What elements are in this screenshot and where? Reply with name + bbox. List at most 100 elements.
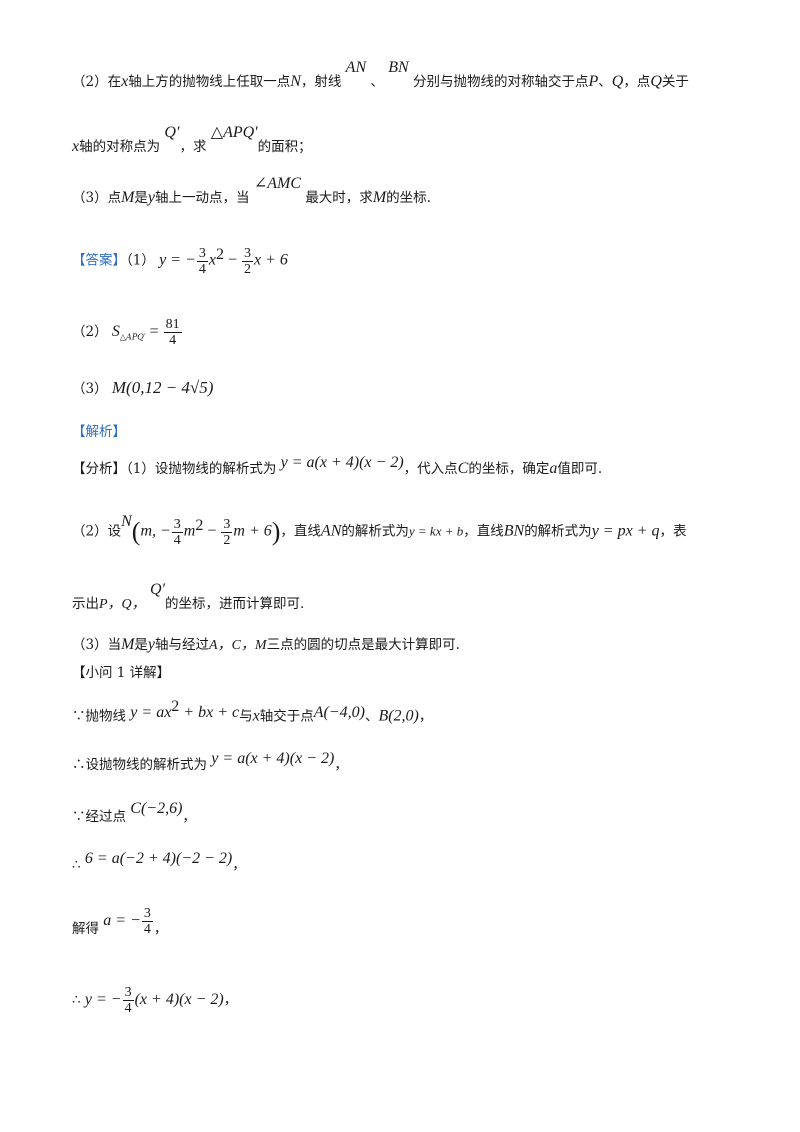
analysis-label: 【解析】 [72, 424, 126, 440]
math-an: AN [345, 59, 367, 76]
text: 的坐标，确定 [468, 461, 550, 477]
math: y = ax [130, 703, 172, 721]
math-point-c: C(−2,6) [130, 800, 183, 817]
text: ∵抛物线 [72, 708, 126, 725]
text: ，直线 [463, 523, 504, 540]
math: A，C，M [209, 638, 267, 653]
text: 分别与抛物线的对称轴交于点 [412, 74, 589, 90]
text: 解得 [72, 921, 99, 937]
text: （2） [72, 324, 108, 340]
subscript: △APQ′ [119, 332, 146, 342]
numerator: 3 [221, 516, 233, 533]
text: ，点 [623, 74, 651, 90]
math-an: AN [320, 522, 342, 540]
math-q-prime: Q′ [149, 581, 166, 598]
math: y = kx + b [408, 523, 464, 539]
text: 关于 [661, 74, 689, 90]
numerator: 3 [171, 516, 183, 533]
text: 三点的圆的切点是最大计算即可. [266, 637, 460, 653]
math: 6 = a(−2 + 4)(−2 − 2) [84, 850, 233, 867]
text: ， [334, 757, 348, 773]
math-m: M [372, 189, 387, 206]
text: 轴交于点 [259, 708, 314, 725]
math: x [208, 251, 216, 269]
right-paren: ) [271, 517, 281, 546]
text: 、 [598, 74, 612, 90]
text: ，求 [179, 139, 207, 155]
math-q: Q [650, 73, 662, 90]
denominator: 4 [143, 922, 151, 937]
math-y: y [147, 636, 156, 653]
detail-line-1: ∵抛物线 y = ax2 + bx + c与x轴交于点A(−4,0)、B(2,0… [72, 698, 432, 727]
text: 的坐标. [386, 190, 431, 206]
math: + bx + c [179, 703, 240, 721]
math: (x + 4)(x − 2) [134, 991, 224, 1008]
math-y: y [147, 189, 156, 206]
text: 轴与经过 [155, 637, 210, 653]
text: （2）在 [72, 74, 122, 90]
denominator: 4 [169, 333, 177, 348]
math-c: C [457, 460, 469, 477]
math-angle-amc: ∠AMC [253, 175, 302, 192]
denominator: 4 [198, 261, 206, 277]
denominator: 2 [243, 261, 251, 277]
math: P，Q， [99, 597, 146, 612]
analysis-line-4: （3）当M是y轴与经过A，C，M三点的圆的切点是最大计算即可. [72, 635, 460, 656]
math-q-prime: Q′ [164, 124, 180, 141]
math: y = − [159, 251, 196, 269]
text: （1）设抛物线的解析式为 [126, 461, 277, 477]
text: 轴的对称点为 [79, 139, 161, 155]
math-a: a [549, 460, 558, 477]
math: − [223, 251, 241, 269]
denominator: 4 [124, 1001, 132, 1016]
text: ， [232, 857, 246, 873]
text: 、 [364, 708, 379, 725]
text: 的解析式为 [524, 523, 592, 540]
math-n: N [290, 73, 301, 90]
text: 轴上方的抛物线上任取一点 [128, 74, 291, 90]
text: ，直线 [280, 523, 321, 540]
math-m: M [121, 636, 135, 653]
text: （3） [72, 381, 108, 397]
text: ， [182, 809, 196, 825]
text: （3）当 [72, 637, 122, 653]
exponent: 2 [195, 517, 204, 534]
text: （2）设 [72, 523, 122, 540]
math: y = px + q [591, 522, 660, 540]
text: 是 [134, 190, 148, 206]
math: a = − [103, 912, 141, 929]
math-x: x [72, 138, 80, 155]
detail-line-3: ∵经过点 C(−2,6)， [72, 800, 196, 827]
answer-3: （3） M(0,12 − 4√5) [72, 378, 213, 399]
text: 与 [239, 708, 253, 725]
text: 的面积； [257, 139, 312, 155]
math: x + 6 [253, 251, 288, 269]
answer-label: 【答案】 [72, 252, 126, 269]
math-point-b: B(2,0) [378, 707, 419, 725]
text: 值即可. [557, 461, 603, 477]
math: − [203, 522, 221, 540]
math-x: x [121, 73, 129, 90]
text: 是 [134, 637, 148, 653]
text: 最大时，求 [305, 190, 373, 206]
text: ， [153, 921, 168, 937]
text: （3）点 [72, 190, 122, 206]
math-x: x [252, 707, 260, 725]
math-m-coordinate: M(0,12 − 4√5) [111, 378, 214, 397]
denominator: 4 [173, 532, 181, 548]
math-s: S [111, 323, 120, 340]
question-2-line-1: （2）在x轴上方的抛物线上任取一点N，射线 AN 、 BN 分别与抛物线的对称轴… [72, 59, 689, 92]
math: y = − [84, 991, 122, 1008]
math-q: Q [611, 73, 624, 90]
exponent: 2 [215, 246, 224, 263]
detail-label: 【小问 1 详解】 [72, 665, 171, 681]
analysis-line-3: 示出P，Q， Q′的坐标，进而计算即可. [72, 581, 304, 615]
